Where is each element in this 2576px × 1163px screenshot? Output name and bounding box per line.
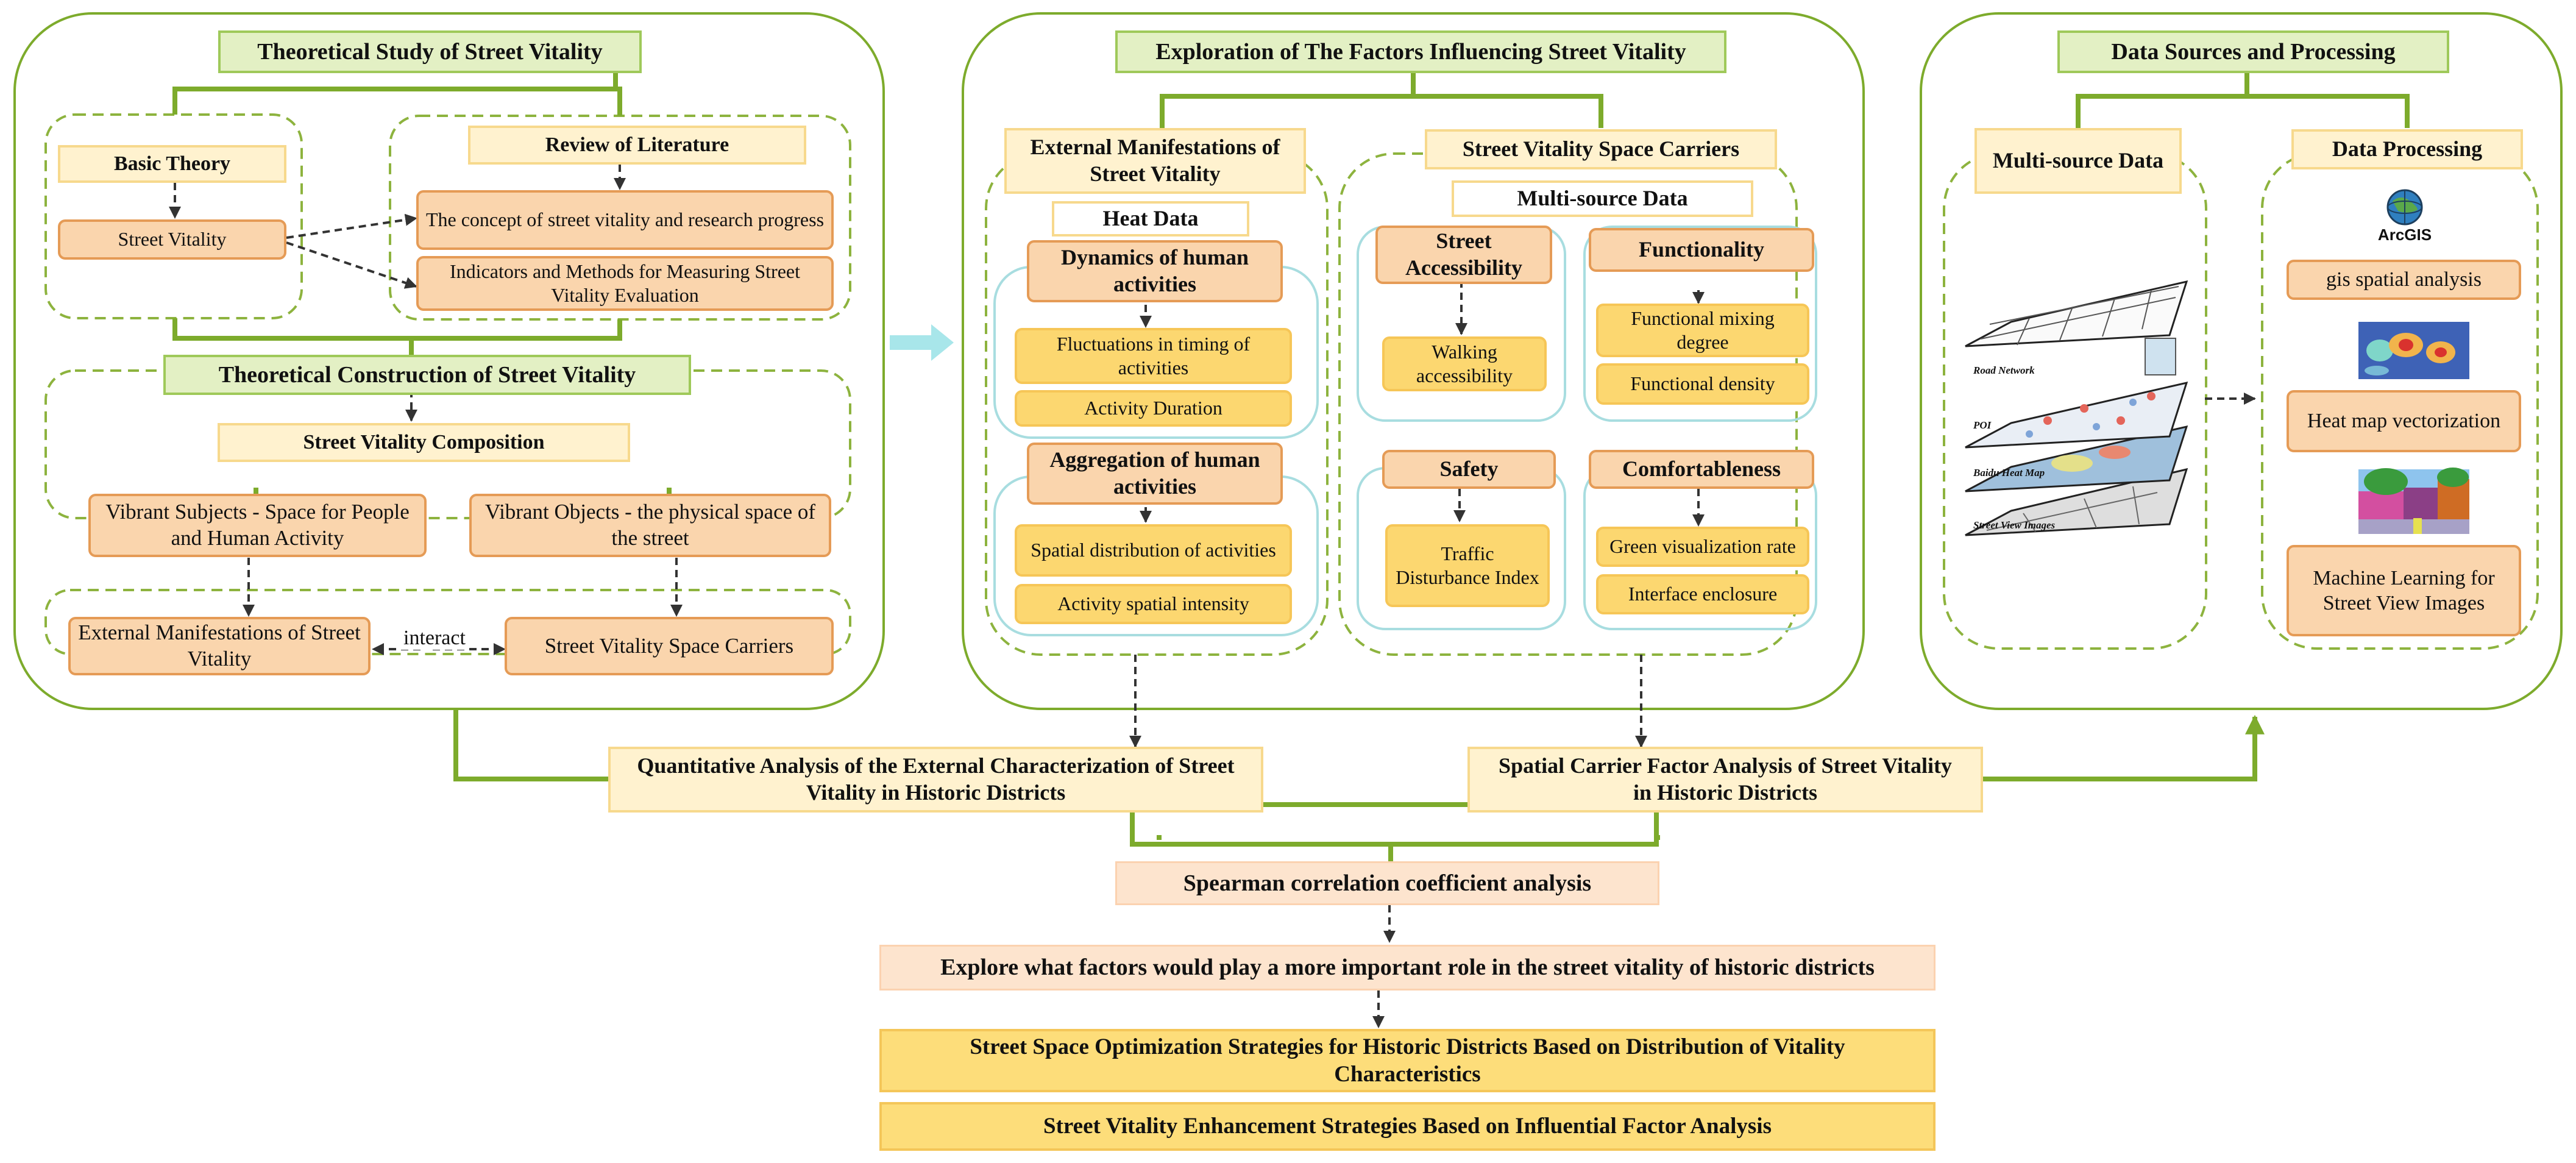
vibrant-subjects-box: Vibrant Subjects - Space for People and … xyxy=(88,494,427,557)
external-manifestations-box: External Manifestations of Street Vitali… xyxy=(68,617,371,675)
composition-label: Street Vitality Composition xyxy=(218,423,630,462)
fluctuations-box: Fluctuations in timing of activities xyxy=(1015,328,1292,384)
functional-mixing-box: Functional mixing degree xyxy=(1596,304,1809,357)
layer-label-heat-map: Baidu Heat Map xyxy=(1973,467,2045,478)
traffic-disturbance-box: Traffic Disturbance Index xyxy=(1385,524,1550,607)
spatial-intensity-box: Activity spatial intensity xyxy=(1015,584,1292,624)
multi-source-data-label: Multi-source Data xyxy=(1452,180,1753,217)
theoretical-construction-header: Theoretical Construction of Street Vital… xyxy=(163,355,691,395)
space-carriers-title: Street Vitality Space Carriers xyxy=(1425,129,1777,169)
space-carriers-box: Street Vitality Space Carriers xyxy=(505,617,834,675)
arcgis-label: ArcGIS xyxy=(2377,226,2432,244)
spatial-distribution-box: Spatial distribution of activities xyxy=(1015,524,1292,577)
theoretical-study-header: Theoretical Study of Street Vitality xyxy=(218,30,642,73)
comfortableness-box: Comfortableness xyxy=(1589,450,1814,489)
interface-enclosure-box: Interface enclosure xyxy=(1596,574,1809,614)
quantitative-analysis-box: Quantitative Analysis of the External Ch… xyxy=(608,747,1263,813)
interact-label: interact xyxy=(400,627,469,650)
machine-learning-box: Machine Learning for Street View Images xyxy=(2287,545,2521,636)
enhancement-strategies-box: Street Vitality Enhancement Strategies B… xyxy=(879,1102,1936,1151)
explore-factors-box: Explore what factors would play a more i… xyxy=(879,945,1936,991)
review-of-literature-label: Review of Literature xyxy=(468,126,806,165)
spearman-box: Spearman correlation coefficient analysi… xyxy=(1115,861,1659,905)
functionality-box: Functionality xyxy=(1589,228,1814,272)
street-vitality-box: Street Vitality xyxy=(58,219,286,260)
activity-duration-box: Activity Duration xyxy=(1015,390,1292,427)
green-visualization-box: Green visualization rate xyxy=(1596,527,1809,567)
indicators-box: Indicators and Methods for Measuring Str… xyxy=(416,256,834,311)
multi-source-data-title: Multi-source Data xyxy=(1975,128,2182,194)
layer-label-poi: POI xyxy=(1973,419,1992,431)
safety-box: Safety xyxy=(1382,450,1556,489)
layer-label-road-network: Road Network xyxy=(1973,365,2035,376)
gis-analysis-box: gis spatial analysis xyxy=(2287,260,2521,300)
street-accessibility-box: Street Accessibility xyxy=(1375,226,1552,284)
concept-box: The concept of street vitality and resea… xyxy=(416,190,834,250)
heat-data-label: Heat Data xyxy=(1052,201,1249,237)
vibrant-objects-box: Vibrant Objects - the physical space of … xyxy=(469,494,831,557)
optimization-strategies-box: Street Space Optimization Strategies for… xyxy=(879,1029,1936,1092)
heatmap-vectorization-box: Heat map vectorization xyxy=(2287,390,2521,452)
exploration-header: Exploration of The Factors Influencing S… xyxy=(1115,30,1726,73)
layer-label-street-view: Street View Images xyxy=(1973,519,2056,531)
spatial-carrier-analysis-box: Spatial Carrier Factor Analysis of Stree… xyxy=(1467,747,1983,813)
walking-accessibility-box: Walking accessibility xyxy=(1382,336,1547,391)
aggregation-box: Aggregation of human activities xyxy=(1027,443,1283,505)
transfer-arrow-icon xyxy=(890,324,954,361)
functional-density-box: Functional density xyxy=(1596,363,1809,405)
dynamics-box: Dynamics of human activities xyxy=(1027,240,1283,302)
external-manifestations-title: External Manifestations of Street Vitali… xyxy=(1004,128,1306,194)
data-sources-header: Data Sources and Processing xyxy=(2057,30,2449,73)
basic-theory-label: Basic Theory xyxy=(58,145,286,183)
data-processing-title: Data Processing xyxy=(2291,129,2523,169)
